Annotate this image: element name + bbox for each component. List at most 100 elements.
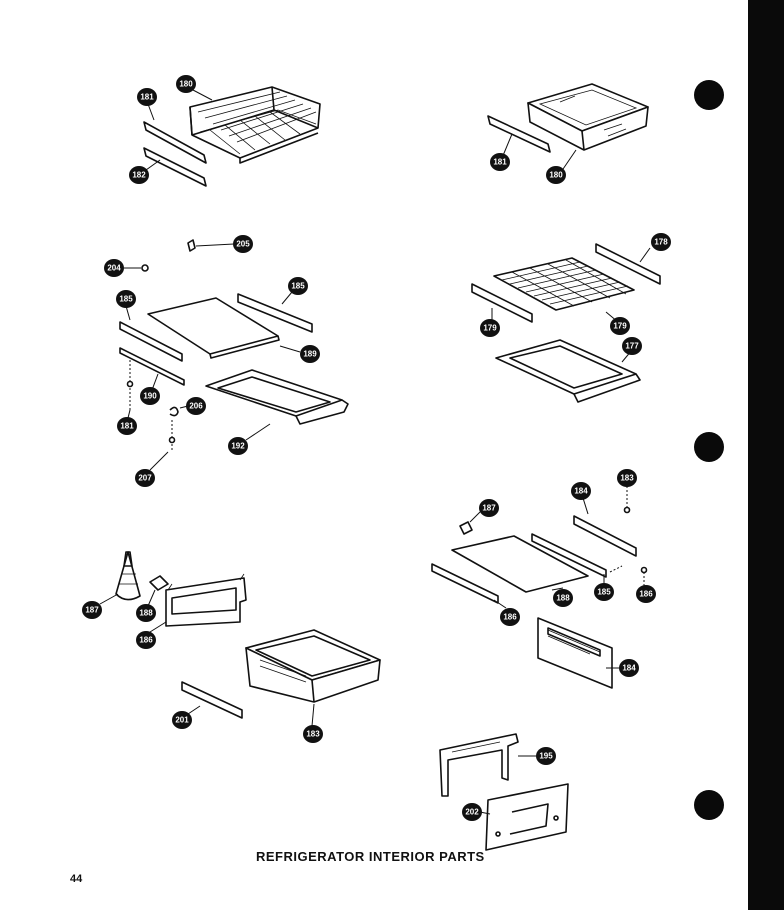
callout-187-funnel: 187: [82, 601, 102, 619]
wire-basket-assembly: [143, 86, 321, 187]
shelf-trim-left: [119, 321, 183, 362]
binder-hole-middle: [694, 432, 724, 462]
callout-205: 205: [233, 235, 253, 253]
callout-184-rail: 184: [571, 482, 591, 500]
svg-text:192: 192: [231, 442, 245, 451]
svg-text:186: 186: [639, 590, 653, 599]
callout-179-left: 179: [480, 319, 500, 337]
crisper-pan-assembly: [487, 83, 649, 173]
callout-182: 182: [129, 166, 149, 184]
shelf-clip: [187, 239, 196, 252]
callout-181-screw: 181: [117, 417, 137, 435]
glass-shelf-assembly: [119, 239, 349, 471]
svg-text:177: 177: [625, 342, 639, 351]
svg-text:181: 181: [493, 158, 507, 167]
callout-188-cover: 188: [553, 589, 573, 607]
keeper-front-panel: [537, 617, 613, 689]
shelf-slide-rail: [119, 347, 185, 386]
meat-keeper-assembly: [99, 551, 381, 727]
callout-183-screw: 183: [617, 469, 637, 487]
callout-186-frame: 186: [136, 631, 156, 649]
svg-text:186: 186: [503, 613, 517, 622]
svg-text:201: 201: [175, 716, 189, 725]
svg-text:190: 190: [143, 392, 157, 401]
wire-shelf-rail-right: [595, 243, 661, 285]
wire-shelf-rail-left: [471, 283, 533, 323]
callout-188-clip: 188: [136, 604, 156, 622]
shelf-screw: [141, 264, 149, 272]
shelf-bracket-hook: [169, 406, 179, 417]
wire-shelf: [493, 257, 635, 311]
basket-rail-lower: [143, 147, 207, 187]
svg-text:185: 185: [119, 295, 133, 304]
cover-trim-right: [531, 533, 607, 578]
svg-text:184: 184: [622, 664, 636, 673]
callout-180-pan: 180: [546, 166, 566, 184]
callout-201: 201: [172, 711, 192, 729]
callout-195: 195: [536, 747, 556, 765]
funnel-bracket: [115, 551, 141, 601]
svg-text:204: 204: [107, 264, 121, 273]
crisper-pan: [527, 83, 649, 151]
svg-text:188: 188: [139, 609, 153, 618]
svg-text:186: 186: [139, 636, 153, 645]
keeper-rail: [181, 681, 243, 719]
svg-text:189: 189: [303, 350, 317, 359]
svg-text:179: 179: [483, 324, 497, 333]
svg-text:195: 195: [539, 752, 553, 761]
keeper-slide-clip: [149, 575, 169, 591]
cover-latch: [459, 521, 473, 535]
callout-192: 192: [228, 437, 248, 455]
callout-181-pan-rail: 181: [490, 153, 510, 171]
svg-text:181: 181: [120, 422, 134, 431]
svg-text:185: 185: [597, 588, 611, 597]
callout-178-rail: 178: [651, 233, 671, 251]
callout-181-basket-rail: 181: [137, 88, 157, 106]
binder-hole-top: [694, 80, 724, 110]
cover-support: [439, 733, 519, 797]
callout-184-panel: 184: [619, 659, 639, 677]
callout-185-left: 185: [116, 290, 136, 308]
callout-186-cover: 186: [500, 608, 520, 626]
callout-190: 190: [140, 387, 160, 405]
callout-177: 177: [622, 337, 642, 355]
page-number: 44: [70, 873, 83, 885]
svg-text:180: 180: [179, 80, 193, 89]
meat-keeper-drawer: [245, 629, 381, 703]
svg-text:185: 185: [291, 282, 305, 291]
basket-rail-upper: [143, 121, 207, 164]
svg-text:207: 207: [138, 474, 152, 483]
binder-hole-bottom: [694, 790, 724, 820]
callout-202: 202: [462, 803, 482, 821]
callout-207: 207: [135, 469, 155, 487]
callout-180-basket: 180: [176, 75, 196, 93]
svg-text:180: 180: [549, 171, 563, 180]
svg-text:183: 183: [306, 730, 320, 739]
svg-text:183: 183: [620, 474, 634, 483]
svg-text:202: 202: [465, 808, 479, 817]
svg-text:205: 205: [236, 240, 250, 249]
svg-text:206: 206: [189, 402, 203, 411]
callout-189: 189: [300, 345, 320, 363]
callout-186-screw: 186: [636, 585, 656, 603]
wire-basket: [189, 86, 321, 164]
svg-text:187: 187: [482, 504, 496, 513]
callout-179-right: 179: [610, 317, 630, 335]
svg-text:187: 187: [85, 606, 99, 615]
keeper-cover-glass: [451, 535, 589, 593]
svg-text:188: 188: [556, 594, 570, 603]
shelf-frame: [205, 369, 343, 417]
callout-185-cover: 185: [594, 583, 614, 601]
callout-206: 206: [186, 397, 206, 415]
callout-187-latch: 187: [479, 499, 499, 517]
page-title: REFRIGERATOR INTERIOR PARTS: [256, 849, 485, 864]
callout-183-drawer: 183: [303, 725, 323, 743]
keeper-slide-frame: [165, 573, 247, 627]
pan-slide-rail: [487, 115, 551, 153]
svg-text:181: 181: [140, 93, 154, 102]
shelf-trim-front: [237, 293, 313, 333]
wire-shelf-assembly: [471, 243, 661, 403]
svg-text:182: 182: [132, 171, 146, 180]
callout-185-trim: 185: [288, 277, 308, 295]
